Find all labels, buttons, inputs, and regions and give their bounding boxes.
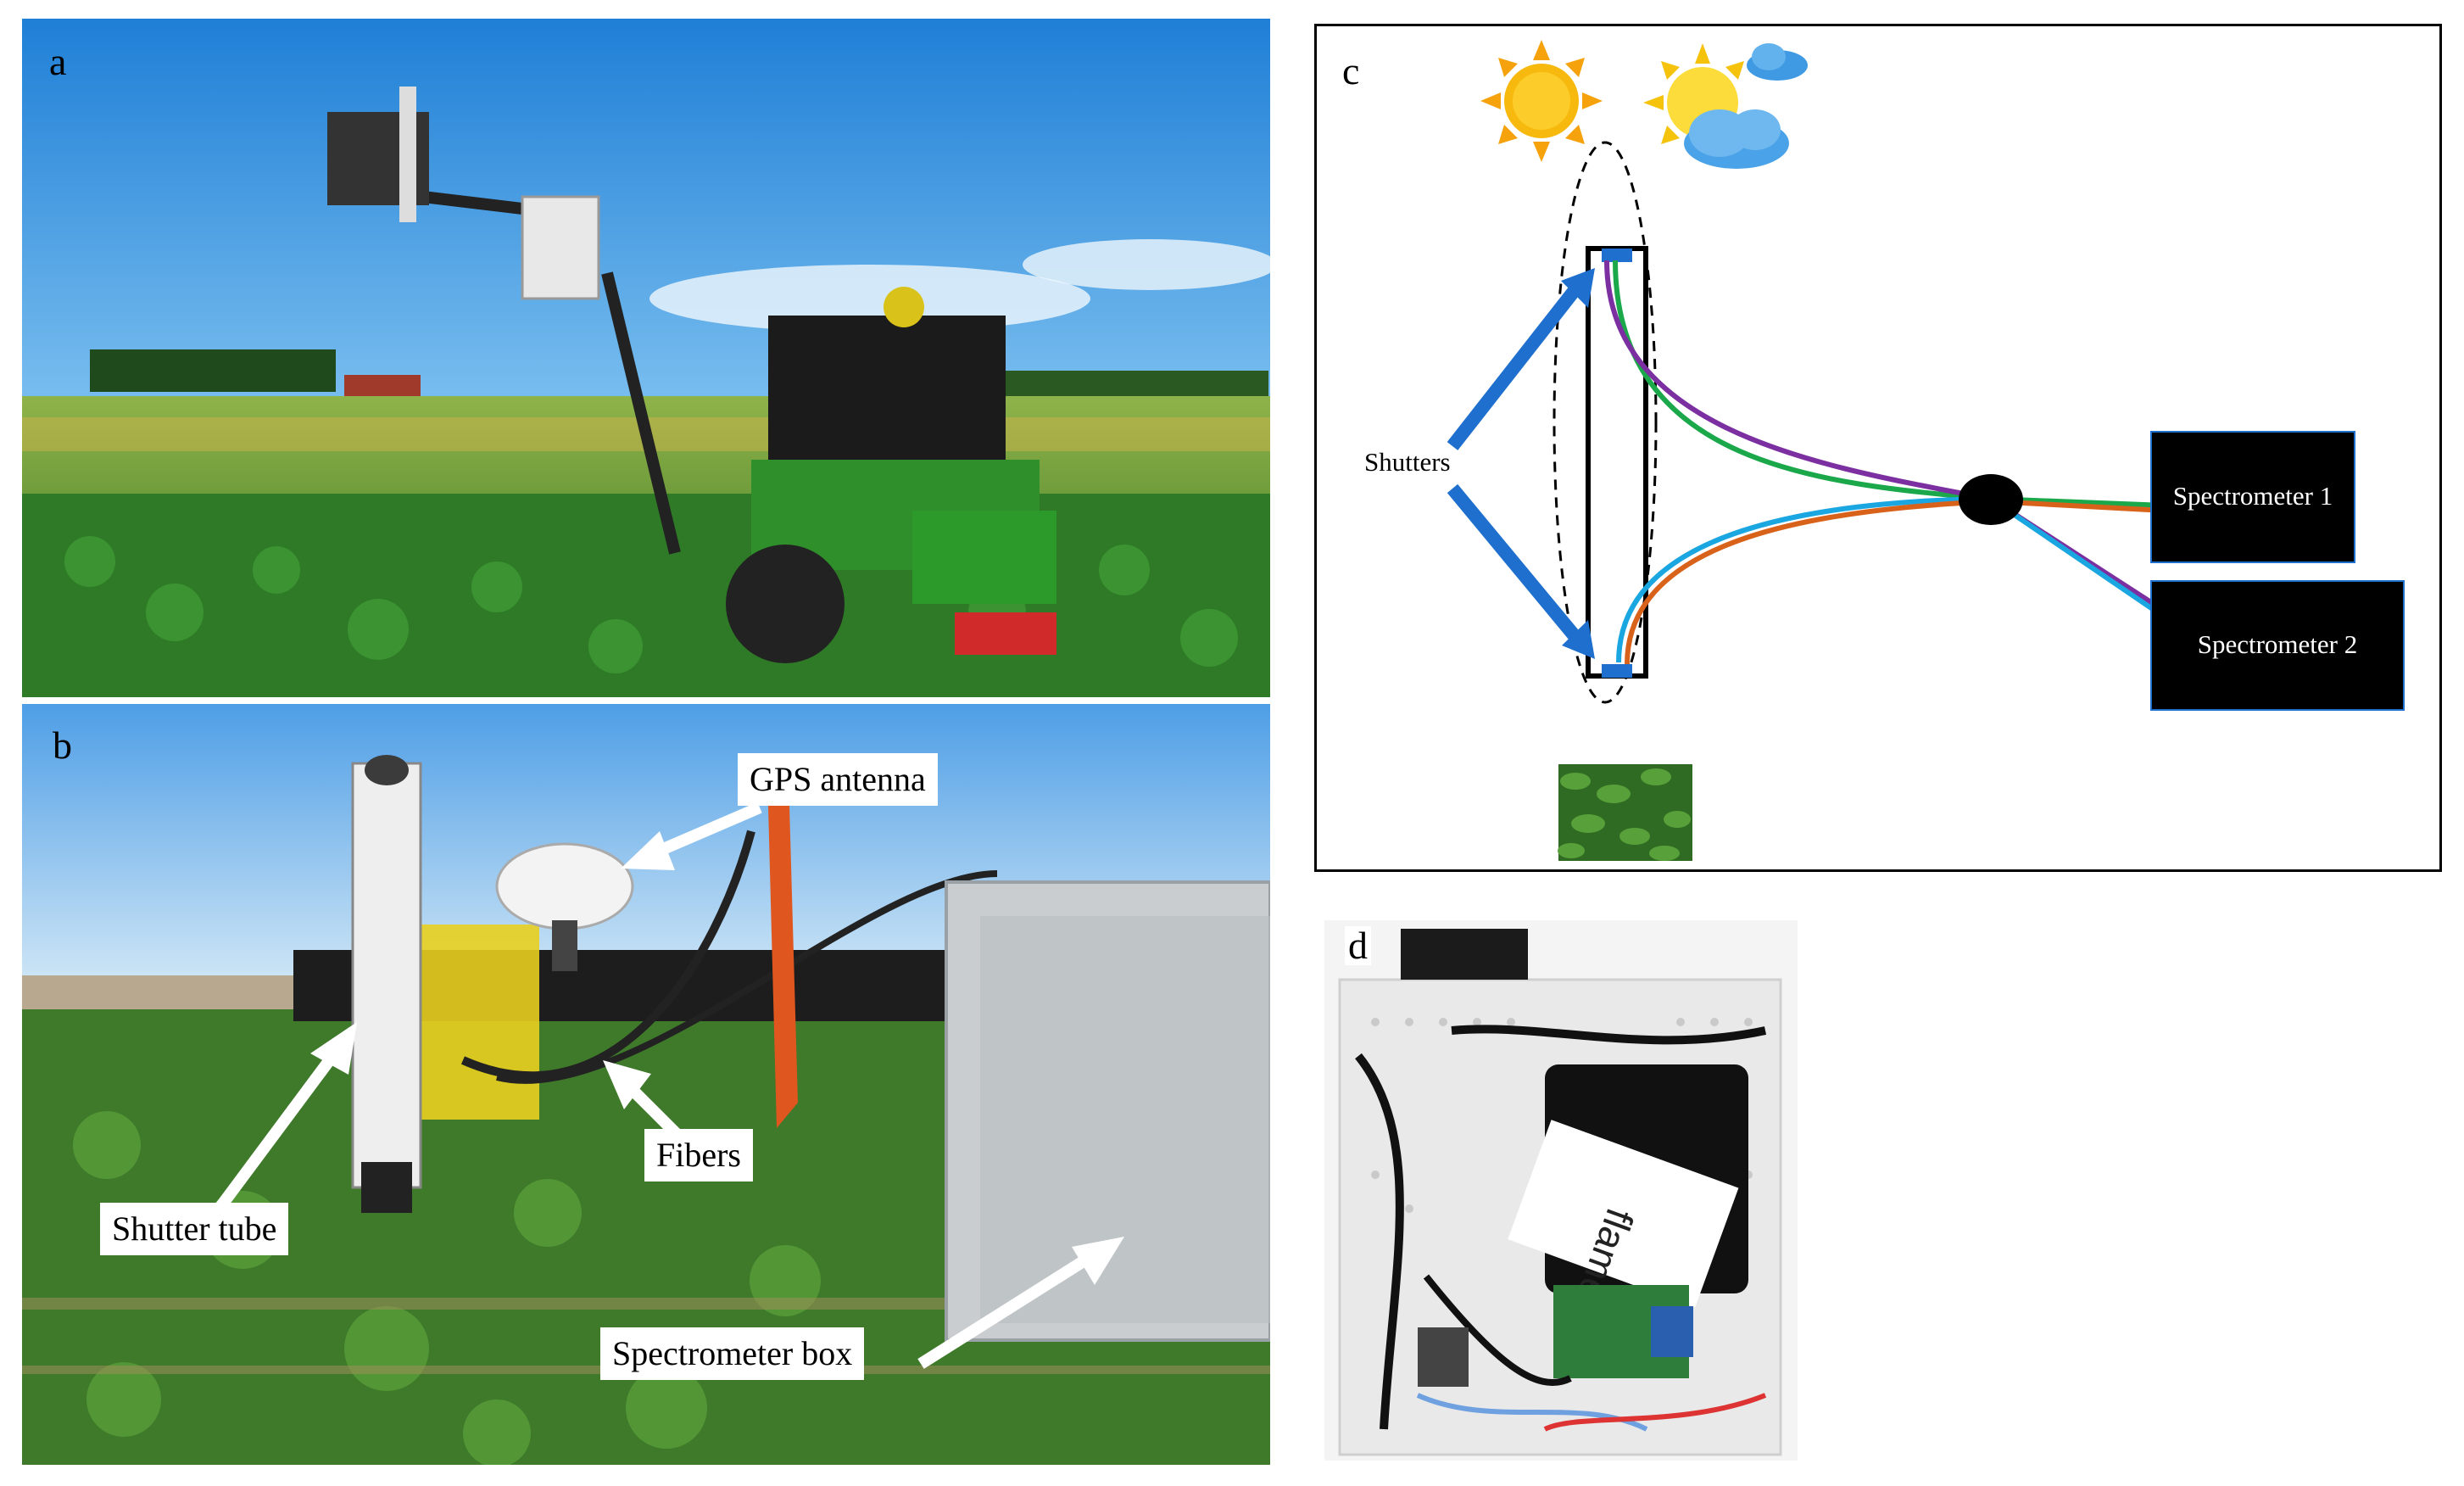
partly-cloudy-icon (1643, 43, 1808, 169)
gps-antenna-label: GPS antenna (738, 753, 938, 806)
sun-icon (1480, 40, 1603, 162)
panel-d-letter: d (1345, 926, 1371, 965)
fibers-label: Fibers (644, 1129, 753, 1182)
spectrometer-1-label: Spectrometer 1 (2172, 481, 2333, 511)
tractor-field-photo (22, 19, 1270, 697)
spectrometer-box-label: Spectrometer box (600, 1327, 865, 1380)
vegetation-patch-icon (1558, 764, 1692, 861)
panel-d-photo: flame (1324, 920, 1798, 1461)
panel-c-letter: c (1342, 49, 1360, 92)
panel-b-letter: b (53, 723, 72, 767)
spectrometer-box-interior-photo: flame (1324, 920, 1798, 1461)
shutter-tube-label: Shutter tube (100, 1203, 289, 1255)
panel-c-diagram: c Shutters Spectrometer 1 Spectrometer 2 (1314, 24, 2442, 872)
fiber-schematic (1447, 40, 2405, 861)
panel-a-photo (22, 19, 1270, 697)
spectrometer-2-label: Spectrometer 2 (2197, 629, 2358, 659)
panel-a-letter: a (49, 40, 67, 83)
shutters-label: Shutters (1364, 447, 1451, 477)
